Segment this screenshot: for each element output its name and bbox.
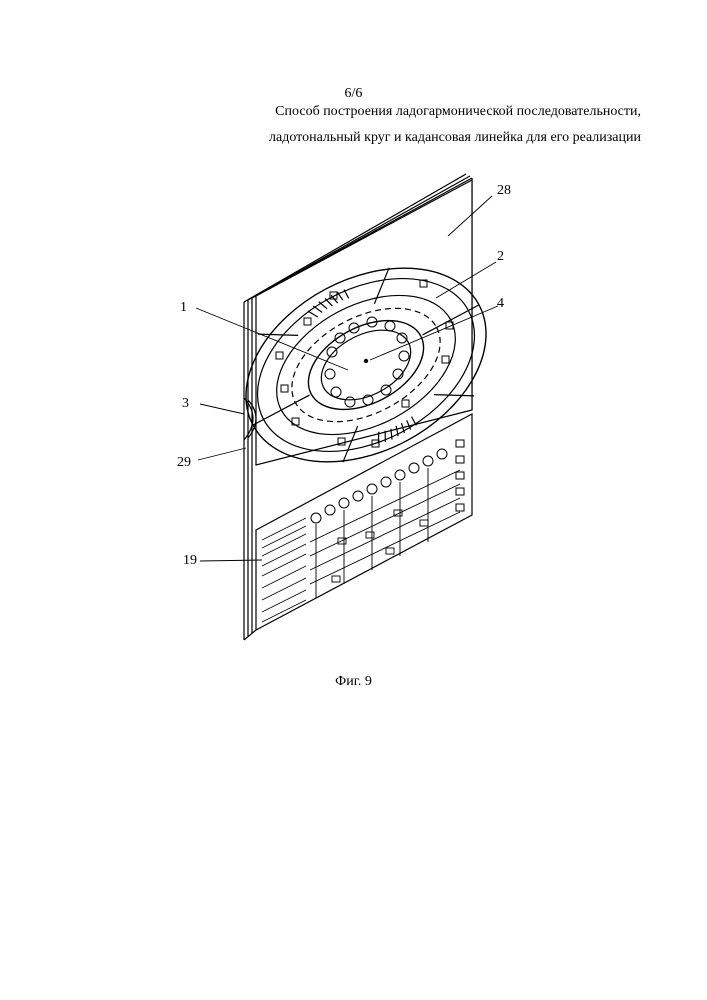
- ref-label-28: 28: [497, 183, 511, 198]
- ref-label-2: 2: [497, 249, 504, 264]
- ref-label-29: 29: [177, 455, 191, 470]
- figure-caption: Фиг. 9: [0, 674, 707, 690]
- ref-label-3: 3: [182, 396, 189, 411]
- upper-board-outline: [256, 180, 472, 465]
- ref-label-19: 19: [183, 553, 197, 568]
- ref-label-4: 4: [497, 296, 504, 311]
- ref-label-1: 1: [180, 300, 187, 315]
